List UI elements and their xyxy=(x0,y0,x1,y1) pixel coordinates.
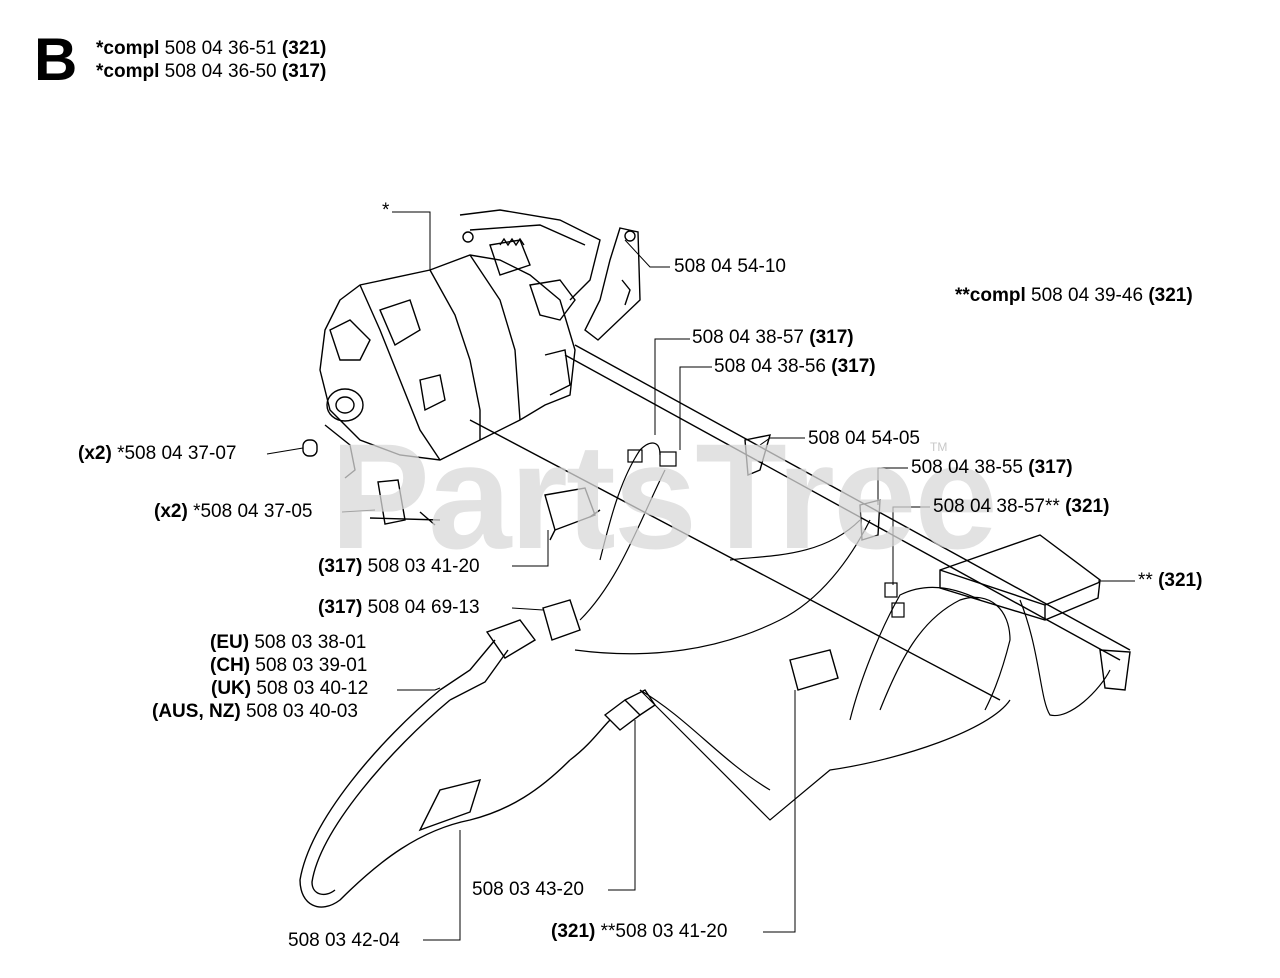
part-label-5080469-13[interactable]: (317) 508 04 69-13 xyxy=(318,597,480,618)
part-label-compl-5080439-46[interactable]: **compl 508 04 39-46 (321) xyxy=(955,285,1193,306)
part-label-5080437-07[interactable]: (x2) *508 04 37-07 xyxy=(78,443,237,464)
part-label-5080438-57-317[interactable]: 508 04 38-57 (317) xyxy=(692,327,854,348)
part-label-5080438-56[interactable]: 508 04 38-56 (317) xyxy=(714,356,876,377)
part-label-5080438-55[interactable]: 508 04 38-55 (317) xyxy=(911,457,1073,478)
watermark: PartsTree xyxy=(330,412,998,580)
part-label-cord-eu[interactable]: (EU) 508 03 38-01 xyxy=(210,632,367,653)
leader-lines xyxy=(266,211,1135,941)
micro-switch-321 xyxy=(789,649,839,691)
wiring xyxy=(574,442,1111,821)
power-cord xyxy=(299,619,656,908)
header-line-2: *compl 508 04 36-50 (317) xyxy=(96,61,327,82)
part-label-cord-aus-nz[interactable]: (AUS, NZ) 508 03 40-03 xyxy=(152,701,358,722)
part-label-5080454-05[interactable]: 508 04 54-05 xyxy=(808,428,920,449)
motor-star-label: * xyxy=(382,200,390,221)
part-label-cord-uk[interactable]: (UK) 508 03 40-12 xyxy=(211,678,369,699)
rod-assembly xyxy=(469,344,1131,701)
section-letter: B xyxy=(34,26,78,93)
part-label-5080437-05[interactable]: (x2) *508 04 37-05 xyxy=(154,501,313,522)
relay xyxy=(542,599,581,641)
part-label-box-321[interactable]: ** (321) xyxy=(1138,570,1203,591)
part-label-5080438-57-321[interactable]: 508 04 38-57** (321) xyxy=(933,496,1110,517)
part-label-5080454-10[interactable]: 508 04 54-10 xyxy=(674,256,786,277)
part-label-5080342-04[interactable]: 508 03 42-04 xyxy=(288,930,400,951)
micro-switch xyxy=(544,487,596,531)
header-line-1: *compl 508 04 36-51 (321) xyxy=(96,38,327,59)
brush-parts xyxy=(302,424,441,526)
watermark-trademark: TM xyxy=(930,440,948,454)
part-label-5080343-20[interactable]: 508 03 43-20 xyxy=(472,879,584,900)
part-label-5080341-20-317[interactable]: (317) 508 03 41-20 xyxy=(318,556,480,577)
motor-assembly xyxy=(319,209,601,461)
part-label-cord-ch[interactable]: (CH) 508 03 39-01 xyxy=(210,655,368,676)
switch-lever xyxy=(584,227,641,341)
part-label-5080341-20-321[interactable]: (321) **508 03 41-20 xyxy=(551,921,728,942)
